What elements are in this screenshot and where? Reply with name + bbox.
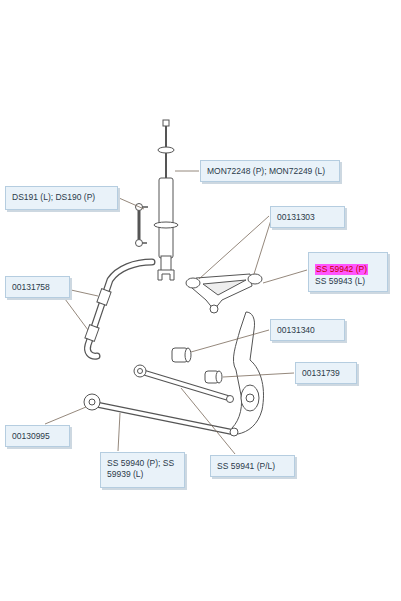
part-number: SS 59941 (P/L) xyxy=(217,461,288,472)
callout-box: MON72248 (P); MON72249 (L) xyxy=(200,160,340,182)
callout-box: 00130995 xyxy=(5,425,70,447)
callout-box: 00131303 xyxy=(270,206,345,228)
spring-seat xyxy=(154,222,178,228)
shock-absorber xyxy=(154,120,178,280)
bushing-hole xyxy=(89,399,95,405)
part-number: SS 59943 (L) xyxy=(315,276,381,287)
leader-line xyxy=(254,220,271,274)
part-number: 00131739 xyxy=(302,368,350,379)
shock-fork xyxy=(158,270,174,280)
stabilizer-bar xyxy=(85,262,152,356)
leader-line xyxy=(199,216,269,279)
leader-line xyxy=(65,299,88,330)
part-number: DS191 (L); DS190 (P) xyxy=(12,192,111,203)
wishbone-web xyxy=(203,280,246,295)
leader-line xyxy=(181,388,235,454)
hub-center xyxy=(246,394,254,402)
leader-line xyxy=(175,171,199,172)
shock-body xyxy=(159,178,173,258)
arm-fill xyxy=(94,404,232,432)
leader-line xyxy=(119,198,144,209)
bushing-face xyxy=(216,371,222,383)
bushings xyxy=(172,348,222,383)
leader-line xyxy=(223,373,294,377)
part-number: MON72248 (P); MON72249 (L) xyxy=(207,166,333,177)
callout-box: SS 59942 (P)SS 59943 (L) xyxy=(308,252,388,292)
leader-line xyxy=(191,330,269,352)
arm-bushing xyxy=(84,394,100,410)
ball-joint xyxy=(136,240,143,247)
rod-eye-hole xyxy=(138,369,143,374)
bushing-face xyxy=(185,348,191,362)
upper-mount xyxy=(158,147,174,153)
ball-joint xyxy=(227,396,234,403)
leader-line xyxy=(118,413,120,451)
leader-line xyxy=(263,270,307,283)
part-number: SS 59940 (P); SS 59939 (L) xyxy=(107,458,178,480)
part-number: 00130995 xyxy=(12,431,63,442)
top-nut xyxy=(163,120,169,126)
ball-joint xyxy=(230,428,238,436)
bar-fill xyxy=(87,262,152,356)
arm-bushing xyxy=(186,278,200,288)
leader-line xyxy=(71,290,98,296)
link-rod xyxy=(138,207,141,243)
leader-line xyxy=(45,407,86,424)
callout-box: 00131758 xyxy=(5,276,70,298)
rod-outline xyxy=(142,372,228,398)
rod-fill xyxy=(142,372,228,398)
knuckle-body xyxy=(232,312,264,434)
part-number: SS 59942 (P) xyxy=(315,264,368,275)
stabilizer-link xyxy=(136,204,149,247)
tension-rod xyxy=(134,365,234,403)
hub-bore xyxy=(241,385,259,411)
leader-lines xyxy=(45,171,307,454)
bar-outline xyxy=(87,262,152,356)
upper-arm xyxy=(186,274,262,313)
ball-joint xyxy=(210,305,218,313)
bar-bushing xyxy=(85,325,99,342)
part-number: 00131758 xyxy=(12,282,63,293)
steering-knuckle xyxy=(232,312,264,434)
callout-box: 00131340 xyxy=(270,319,345,341)
callout-box: SS 59941 (P/L) xyxy=(210,455,295,477)
rod-eye xyxy=(134,365,146,377)
arm-bushing xyxy=(248,274,262,284)
callout-box: DS191 (L); DS190 (P) xyxy=(5,186,118,210)
callout-box: SS 59940 (P); SS 59939 (L) xyxy=(100,452,185,488)
part-number: 00131340 xyxy=(277,325,338,336)
bar-bushing xyxy=(97,289,111,306)
part-number: 00131303 xyxy=(277,212,338,223)
callout-box: 00131739 xyxy=(295,362,357,384)
arm-outline xyxy=(94,404,232,432)
wishbone xyxy=(192,274,252,310)
